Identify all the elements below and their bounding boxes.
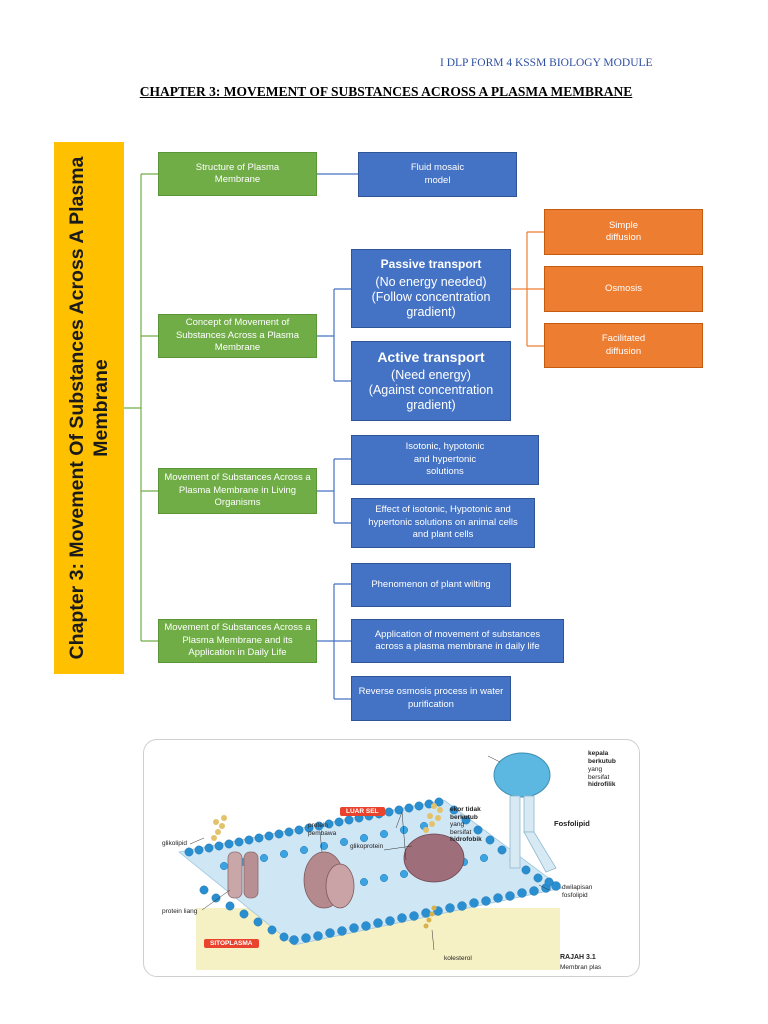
plant-wilting-node: Phenomenon of plant wilting [351,563,511,607]
node-text: gradient) [406,305,456,319]
figure-caption-sub: Membran plas [560,964,602,971]
phospholipid-inset [493,752,557,873]
cholesterol-label: kolesterol [444,955,472,962]
node-text: Application of movement of substances [374,628,541,640]
node-text: across a plasma membrane in daily life [375,641,540,652]
glycoprotein [403,803,465,883]
node-text: Plasma Membrane and its [182,634,293,646]
node-text: Phenomenon of plant wilting [371,578,491,590]
structure-of-plasma-membrane-node: Structure of Plasma Membrane [158,152,317,196]
simple-diffusion-node: Simple diffusion [544,209,703,255]
node-text: Reverse osmosis process in water [358,686,504,697]
node-text: Membrane [214,174,261,185]
chapter-title: CHAPTER 3: MOVEMENT OF SUBSTANCES ACROSS… [139,84,633,99]
chapter-spine: Chapter 3: Movement Of Substances Across… [54,142,124,674]
active-transport-title: Active transport [377,348,485,365]
node-text: model [424,174,451,186]
node-text: Isotonic, hypotonic [405,441,485,453]
carrier-protein-label: protein pembawa [308,822,337,837]
node-text: Movement of Substances Across a [164,472,311,484]
living-organisms-node: Movement of Substances Across a Plasma M… [158,468,317,514]
figure-caption: RAJAH 3.1 [560,954,596,961]
active-transport-node: Active transport (Need energy) (Against … [351,341,511,421]
node-text: purification [408,698,454,710]
node-text: and plant cells [412,529,474,541]
module-header: I DLP FORM 4 KSSM BIOLOGY MODULE [440,57,653,69]
phospholipid-label: Fosfolipid [554,819,590,828]
node-text: Substances Across a Plasma [175,329,300,341]
node-text: Effect of isotonic, Hypotonic and [375,504,511,516]
node-text: Membrane [214,342,261,354]
node-text: hypertonic solutions on animal cells [368,516,518,528]
node-text: Simple [608,219,639,231]
daily-application-node: Application of movement of substances ac… [351,619,564,663]
fluid-mosaic-model-node: Fluid mosaic model [358,152,517,197]
hydrophobic-tail-label: ekor tidak berkutub [450,806,481,821]
node-text: Application in Daily Life [188,647,287,659]
bilayer-label: dwilapisan fosfolipid [562,884,593,899]
node-text: (Against concentration [368,382,494,397]
node-text: gradient) [406,397,456,412]
passive-transport-title: Passive transport [380,257,482,271]
cytoplasm-tag: SITOPLASMA [204,939,259,948]
node-text: (Need energy) [391,367,471,382]
node-text: diffusion [605,232,642,243]
node-text: solutions [426,466,464,478]
passive-transport-node: Passive transport (No energy needed) (Fo… [351,249,511,328]
hydrophobic-tail-end: hidrofobik [450,836,482,843]
hydrophobic-tail-detail: yang bersifat [450,821,472,836]
plasma-membrane-figure: LUAR SEL SITOPLASMA glikolipid protein p… [143,739,640,977]
node-text: Plasma Membrane in Living [178,484,297,496]
glycoprotein-label: glikoprotein [350,843,384,850]
daily-life-application-node: Movement of Substances Across a Plasma M… [158,619,317,663]
glycolipid [211,815,227,841]
glycolipid-label: glikolipid [162,840,187,847]
facilitated-diffusion-node: Facilitated diffusion [544,323,703,368]
channel-protein-label: protein liang [162,908,198,915]
solutions-effect-node: Effect of isotonic, Hypotonic and hypert… [351,498,535,548]
node-text: Concept of Movement of [185,317,290,329]
node-text: Facilitated [601,333,646,344]
node-text: and hypertonic [413,453,477,465]
node-text: Structure of Plasma [195,161,280,173]
hydrophilic-head-end: hidrofilik [588,781,616,788]
leader-lines [189,755,550,951]
membrane-illustration [178,752,563,970]
solutions-types-node: Isotonic, hypotonic and hypertonic solut… [351,435,539,485]
hydrophilic-head-label: kepala [588,750,609,757]
concept-of-movement-node: Concept of Movement of Substances Across… [158,314,317,358]
node-text: diffusion [605,345,642,357]
node-text: (No energy needed) [375,275,487,289]
cholesterol [423,905,437,929]
connector-lines [124,173,544,700]
hydrophilic-head-sub: berkutub [588,758,616,765]
node-text: Movement of Substances Across a [164,622,311,634]
node-text: Osmosis [605,282,642,294]
reverse-osmosis-node: Reverse osmosis process in water purific… [351,676,511,721]
hydrophilic-head-detail: yang bersifat [588,766,610,781]
carrier-protein [303,851,355,909]
outside-cell-tag: LUAR SEL [340,807,385,816]
node-text: (Follow concentration [371,290,491,304]
node-text: Organisms [214,497,261,509]
channel-protein [227,851,259,899]
osmosis-node: Osmosis [544,266,703,312]
node-text: Fluid mosaic [410,162,465,173]
